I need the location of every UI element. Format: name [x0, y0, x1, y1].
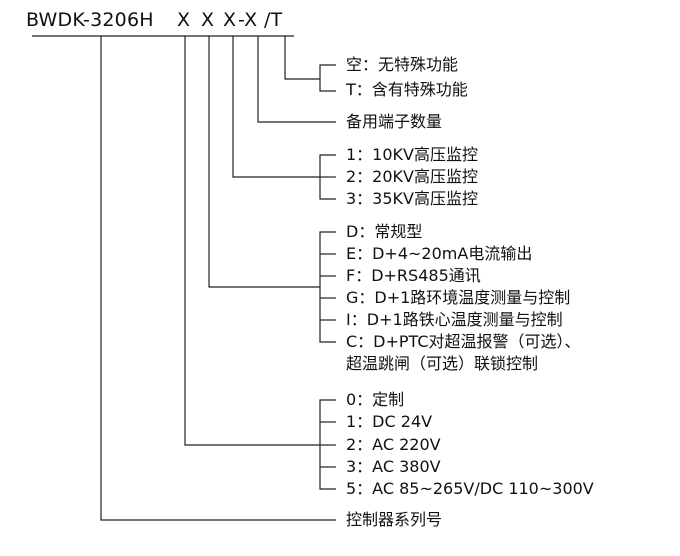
power-1: 1：DC 24V [346, 412, 433, 431]
func-d: D：常规型 [346, 222, 423, 241]
leader-hv [232, 36, 320, 178]
special-t: T：含有特殊功能 [346, 80, 468, 99]
hv-20kv: 2：20KV高压监控 [346, 167, 478, 186]
spare-terminals: 备用端子数量 [346, 112, 443, 131]
leader-special [284, 36, 320, 80]
model-x-function: X [201, 9, 215, 31]
power-0: 0：定制 [346, 390, 405, 409]
func-e: E：D+4~20mA电流输出 [346, 244, 533, 263]
leader-series [100, 36, 336, 521]
hv-35kv: 3：35KV高压监控 [346, 189, 478, 208]
power-3: 3：AC 380V [346, 457, 441, 476]
model-prefix: BWDK-3206H [26, 9, 154, 31]
func-c: C：D+PTC对超温报警（可选）、 [346, 332, 581, 351]
func-c-cont: 超温跳闸（可选）联锁控制 [346, 354, 539, 373]
leader-power [184, 36, 320, 446]
series-number: 控制器系列号 [346, 510, 443, 529]
leader-func [208, 36, 320, 288]
model-slash-t: /T [264, 9, 283, 31]
func-i: I：D+1路铁心温度测量与控制 [346, 310, 563, 329]
model-dash-x-spare: -X [238, 9, 258, 31]
power-5: 5：AC 85~265V/DC 110~300V [346, 479, 594, 498]
model-x-voltage: X [223, 9, 237, 31]
func-f: F：D+RS485通讯 [346, 266, 481, 285]
power-2: 2：AC 220V [346, 435, 441, 454]
special-none: 空：无特殊功能 [346, 55, 459, 74]
hv-10kv: 1：10KV高压监控 [346, 145, 478, 164]
bracket-func [319, 231, 336, 343]
model-x-power: X [177, 9, 191, 31]
bracket-special [319, 64, 336, 92]
func-g: G：D+1路环境温度测量与控制 [346, 288, 571, 307]
leader-spare [257, 36, 336, 123]
